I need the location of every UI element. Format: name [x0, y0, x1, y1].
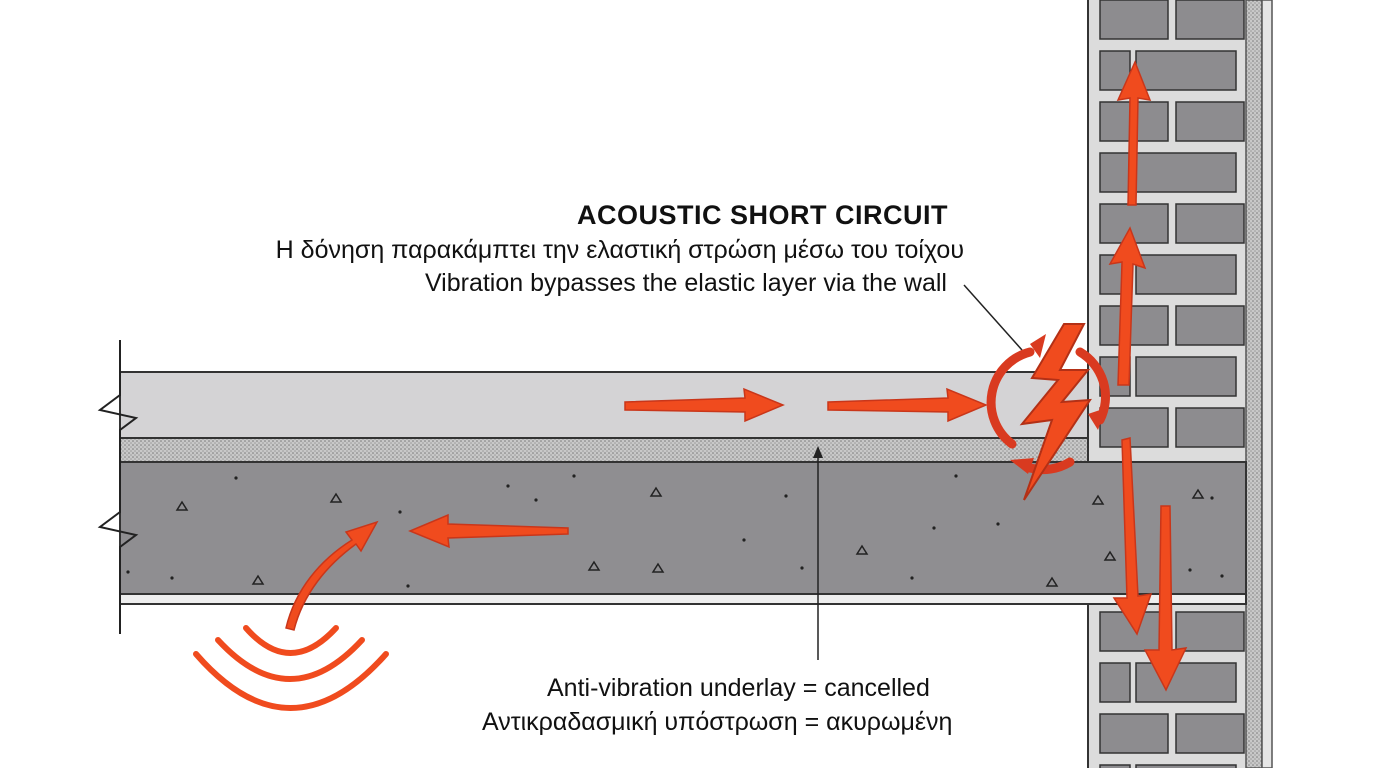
leader-line-top — [963, 284, 1023, 351]
brick — [1175, 101, 1245, 142]
aggregate-mark — [251, 574, 265, 585]
aggregate-mark — [1103, 550, 1117, 561]
aggregate-dot — [996, 522, 1000, 526]
aggregate-mark — [649, 486, 663, 497]
brick — [1099, 407, 1169, 448]
screed-arrow-2 — [827, 387, 988, 423]
ceiling-plaster — [119, 593, 1247, 768]
brick — [1175, 305, 1245, 346]
wall-finish — [1261, 0, 1273, 768]
aggregate-dot — [910, 576, 914, 580]
short-circuit-description-english: Vibration bypasses the elastic layer via… — [424, 269, 947, 297]
aggregate-mark — [1045, 576, 1059, 587]
aggregate-dot — [234, 476, 238, 480]
aggregate-dot — [406, 584, 410, 588]
floor-build-up — [97, 340, 1247, 768]
aggregate-mark — [651, 562, 665, 573]
concrete-aggregate — [126, 474, 1224, 588]
wall-arrow-up-2 — [1108, 226, 1147, 386]
aggregate-dot — [572, 474, 576, 478]
aggregate-dot — [954, 474, 958, 478]
brick-wall — [1087, 0, 1273, 768]
screed-arrow-1 — [624, 387, 785, 423]
aggregate-dot — [800, 566, 804, 570]
aggregate-dot — [170, 576, 174, 580]
brick — [1175, 611, 1245, 652]
aggregate-mark — [587, 560, 601, 571]
brick — [1135, 662, 1237, 703]
vibration-arrows — [285, 60, 1188, 692]
sound-waves-icon — [193, 625, 389, 711]
aggregate-dot — [1210, 496, 1214, 500]
aggregate-dot — [1188, 568, 1192, 572]
brick — [1099, 713, 1169, 754]
brick — [1099, 662, 1131, 703]
break-line — [97, 340, 139, 634]
brick — [1175, 0, 1245, 40]
brick — [1135, 152, 1237, 193]
brick — [1135, 764, 1237, 768]
underlay-status-english: Anti-vibration underlay = cancelled — [547, 674, 930, 702]
brick — [1135, 254, 1237, 295]
brick — [1175, 713, 1245, 754]
aggregate-mark — [855, 544, 869, 555]
short-circuit-title: ACOUSTIC SHORT CIRCUIT — [577, 200, 948, 230]
wall-arrow-down-1 — [1112, 437, 1153, 636]
aggregate-dot — [398, 510, 402, 514]
aggregate-dot — [742, 538, 746, 542]
brick — [1135, 50, 1237, 91]
short-circuit-symbol — [986, 323, 1110, 501]
brick — [1099, 764, 1131, 768]
lightning-bolt-icon — [1019, 323, 1092, 501]
wall-arrow-down-2 — [1143, 505, 1188, 692]
wall-insulation-strip — [1245, 0, 1263, 768]
concrete-slab — [119, 461, 1247, 595]
aggregate-dot — [534, 498, 538, 502]
brick — [1099, 0, 1169, 40]
brick — [1099, 305, 1169, 346]
short-circuit-description-greek: Η δόνηση παρακάμπτει την ελαστική στρώση… — [275, 236, 964, 264]
brick — [1135, 356, 1237, 397]
anti-vibration-underlay — [119, 437, 1089, 463]
leader-arrowhead — [813, 446, 823, 458]
aggregate-dot — [1220, 574, 1224, 578]
brick-courses — [1099, 0, 1245, 768]
aggregate-dot — [506, 484, 510, 488]
slab-arrow-left — [408, 513, 569, 549]
aggregate-dot — [932, 526, 936, 530]
aggregate-dot — [126, 570, 130, 574]
brick — [1175, 203, 1245, 244]
aggregate-mark — [1091, 494, 1105, 505]
aggregate-mark — [1191, 488, 1205, 499]
source-curved-arrow — [285, 520, 379, 631]
wall-arrow-up-1 — [1116, 60, 1152, 206]
aggregate-mark — [175, 500, 189, 511]
underlay-status-greek: Αντικραδασμική υπόστρωση = ακυρωμένη — [482, 708, 953, 736]
brick — [1175, 407, 1245, 448]
brick — [1099, 152, 1131, 193]
aggregate-dot — [784, 494, 788, 498]
aggregate-mark — [329, 492, 343, 503]
